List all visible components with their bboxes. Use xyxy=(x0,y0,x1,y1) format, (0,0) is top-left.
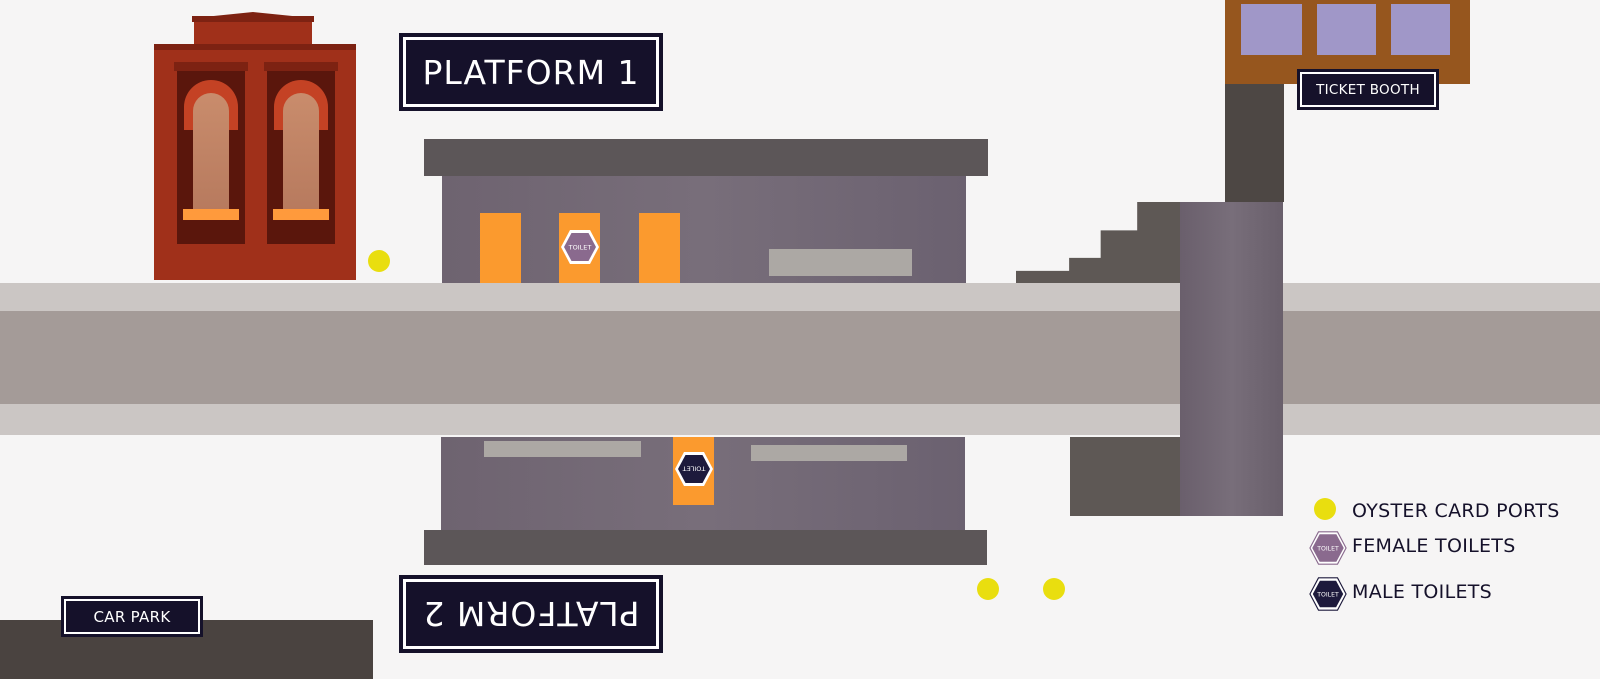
platform-2-bench-left xyxy=(484,441,641,457)
platform-1-door-left xyxy=(480,213,521,283)
svg-text:TOILET: TOILET xyxy=(568,244,592,252)
car-park-label: CAR PARK xyxy=(64,599,200,634)
oyster-card-port xyxy=(977,578,999,600)
platform-1-door-right xyxy=(639,213,680,283)
legend-female-label: FEMALE TOILETS xyxy=(1352,535,1516,557)
platform-2-bench-right xyxy=(751,445,907,461)
svg-text:TOILET: TOILET xyxy=(1316,591,1339,598)
platform-1-bench xyxy=(769,249,912,276)
ticket-booth-window xyxy=(1241,4,1302,55)
ticket-booth-pillar xyxy=(1225,84,1284,202)
oyster-card-port xyxy=(1043,578,1065,600)
car-park-sign: CAR PARK xyxy=(61,596,203,637)
platform-2-roof xyxy=(424,530,987,565)
platform-1-roof xyxy=(424,139,988,176)
station-brick-building xyxy=(154,12,356,280)
legend: OYSTER CARD PORTS TOILET FEMALE TOILETS … xyxy=(1307,496,1597,616)
footbridge-stairs-lower xyxy=(1070,437,1182,516)
railway-track xyxy=(0,311,1600,404)
footbridge-stairs-upper xyxy=(1016,202,1182,283)
platform-2-sign: PLATFORM 2 xyxy=(399,575,663,653)
legend-male-label: MALE TOILETS xyxy=(1352,581,1493,603)
legend-female-toilet-icon: TOILET xyxy=(1309,529,1347,567)
track-upper-edge xyxy=(0,283,1600,311)
platform-1-label: PLATFORM 1 xyxy=(403,37,659,107)
ticket-booth-label: TICKET BOOTH xyxy=(1300,72,1436,107)
legend-male-toilet-icon: TOILET xyxy=(1309,575,1347,613)
svg-text:TOILET: TOILET xyxy=(683,465,707,473)
track-lower-edge xyxy=(0,404,1600,435)
legend-oyster-dot xyxy=(1314,498,1336,520)
legend-oyster-label: OYSTER CARD PORTS xyxy=(1352,500,1560,522)
platform-2-label: PLATFORM 2 xyxy=(403,579,659,649)
male-toilet-icon: TOILET xyxy=(674,449,714,489)
oyster-card-port xyxy=(368,250,390,272)
svg-text:TOILET: TOILET xyxy=(1316,545,1339,552)
platform-1-sign: PLATFORM 1 xyxy=(399,33,663,111)
ticket-booth-window xyxy=(1391,4,1450,55)
female-toilet-icon: TOILET xyxy=(560,227,600,267)
ticket-booth-sign: TICKET BOOTH xyxy=(1297,69,1439,110)
footbridge xyxy=(1180,202,1283,516)
ticket-booth-window xyxy=(1317,4,1376,55)
